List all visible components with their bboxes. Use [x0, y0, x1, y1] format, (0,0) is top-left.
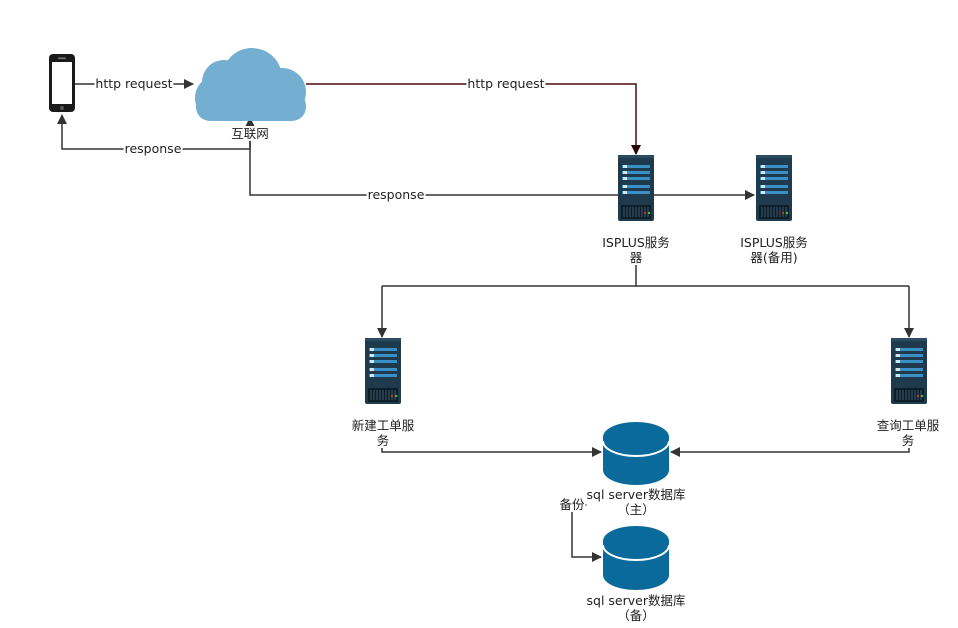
- db-primary-icon: [602, 422, 670, 485]
- create-order-server-icon: [364, 337, 402, 405]
- node-label-db-primary: sql server数据库 （主）: [586, 487, 686, 517]
- node-label-query-order: 查询工单服 务: [876, 418, 940, 448]
- edge-isplus-to-internet: [245, 117, 618, 196]
- node-label-isplus-backup: ISPLUS服务 器(备用): [740, 235, 808, 265]
- node-label-db-backup: sql server数据库 （备）: [586, 593, 686, 623]
- edge-label-isplus-to-internet: response: [366, 187, 426, 202]
- node-label-isplus-main: ISPLUS服务 器: [602, 235, 670, 265]
- isplus-main-server-icon: [617, 154, 655, 222]
- edge-internet-to-isplus: [306, 83, 641, 155]
- edge-create-to-db: [381, 447, 602, 457]
- edge-label-internet-to-phone: response: [123, 141, 183, 156]
- edge-label-internet-to-isplus: http request: [466, 76, 546, 91]
- query-order-server-icon: [890, 337, 928, 405]
- node-label-create-order: 新建工单服 务: [351, 418, 415, 448]
- db-backup-icon: [602, 526, 670, 590]
- edge-label-phone-to-internet: http request: [94, 76, 174, 91]
- edge-query-to-db: [670, 447, 910, 457]
- isplus-backup-server-icon: [755, 154, 793, 222]
- phone-icon: [49, 54, 75, 112]
- edge-label-db-backup: 备份: [558, 497, 586, 512]
- node-label-internet: 互联网: [231, 126, 269, 141]
- cloud-icon: [195, 48, 306, 121]
